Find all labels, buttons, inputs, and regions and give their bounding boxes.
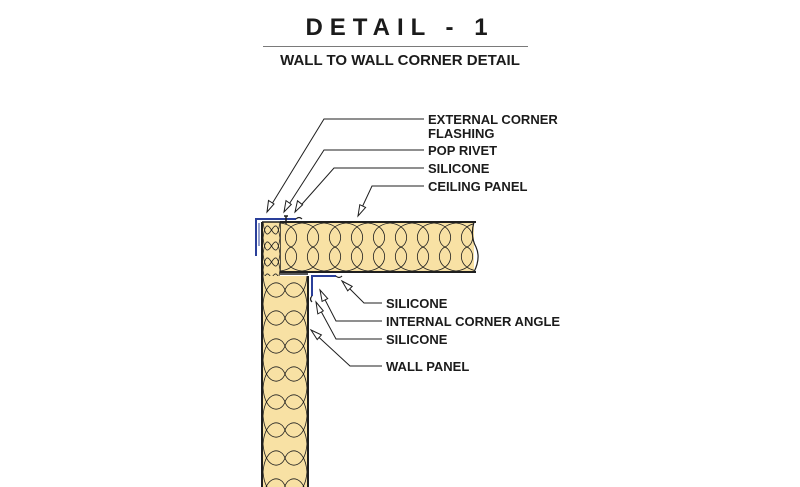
wall-insulation-loop — [263, 471, 307, 487]
leader-internal-corner-angle — [319, 289, 382, 322]
wall-insulation-loop — [263, 331, 307, 361]
label-silicone-inner-2: SILICONE — [386, 332, 448, 347]
ceiling-insulation-loop — [367, 222, 391, 272]
wall-insulation-loop — [263, 415, 307, 445]
ceiling-insulation-loop — [345, 222, 369, 272]
label-internal-corner-angle: INTERNAL CORNER ANGLE — [386, 314, 560, 329]
wall-cap-insulation-loop — [263, 222, 280, 239]
arrow-wall-panel — [309, 328, 323, 341]
pop-rivet-head — [284, 215, 288, 224]
ceiling-insulation-loop — [280, 222, 303, 272]
label-ceiling-panel: CEILING PANEL — [428, 179, 527, 194]
external-flashing-angle — [255, 218, 296, 256]
detail-title: DETAIL - 1 — [305, 14, 495, 41]
silicone-bead-inner-2 — [309, 295, 313, 303]
leader-pop-rivet — [283, 149, 424, 213]
label-silicone-inner-1: SILICONE — [386, 296, 448, 311]
external-corner-flashing — [255, 215, 303, 256]
ceiling-insulation-loop — [301, 222, 325, 272]
leader-wall-panel — [310, 329, 382, 367]
arrow-external-corner-flashing — [266, 199, 275, 214]
wall-insulation-loop — [263, 359, 307, 389]
label-external-corner: EXTERNAL CORNER — [428, 112, 558, 127]
wall-panel — [261, 221, 309, 487]
wall-insulation-pattern — [263, 276, 307, 487]
ceiling-panel — [279, 221, 500, 273]
wall-cap-insulation-loop — [263, 237, 280, 255]
detail-subtitle: WALL TO WALL CORNER DETAIL — [280, 52, 520, 69]
wall-insulation-loop — [263, 387, 307, 417]
leader-ceiling-panel — [357, 185, 424, 217]
title-underline — [263, 46, 528, 47]
ceiling-insulation-loop — [389, 222, 413, 272]
wall-panel-cap-insulation — [263, 222, 280, 276]
ceiling-insulation-loop — [433, 222, 457, 272]
arrow-silicone-inner-2 — [315, 300, 325, 315]
ceiling-insulation-loop — [478, 223, 500, 271]
wall-cap-insulation-loop — [263, 253, 280, 271]
label-wall-panel: WALL PANEL — [386, 359, 469, 374]
arrow-internal-corner-angle — [319, 288, 329, 303]
wall-insulation-loop — [263, 303, 307, 333]
leader-lines — [266, 118, 424, 367]
arrow-pop-rivet — [283, 199, 293, 214]
leader-silicone-top — [294, 167, 424, 213]
silicone-bead-inner-1 — [335, 275, 343, 279]
leader-external-corner-flashing — [266, 118, 424, 213]
arrow-ceiling-panel — [357, 203, 367, 218]
ceiling-panel-break-line — [471, 221, 479, 273]
ceiling-insulation-pattern — [280, 222, 500, 272]
wall-insulation-loop — [263, 276, 307, 305]
leader-arrowheads — [266, 199, 367, 341]
wall-insulation-loop — [263, 443, 307, 473]
arrow-silicone-inner-1 — [340, 279, 354, 292]
label-flashing: FLASHING — [428, 126, 494, 141]
ceiling-insulation-loop — [323, 222, 347, 272]
label-pop-rivet: POP RIVET — [428, 143, 497, 158]
internal-angle-profile — [311, 275, 336, 296]
ceiling-insulation-loop — [411, 222, 435, 272]
wall-panel-insulation — [263, 276, 307, 487]
leader-silicone-inner-2 — [315, 301, 382, 340]
wall-cap-insulation-pattern — [263, 222, 280, 276]
internal-corner-angle — [309, 275, 343, 303]
ceiling-insulation-loop — [455, 222, 474, 272]
silicone-bead-top — [295, 216, 303, 220]
label-silicone-top: SILICONE — [428, 161, 490, 176]
arrow-silicone-top — [294, 199, 304, 214]
